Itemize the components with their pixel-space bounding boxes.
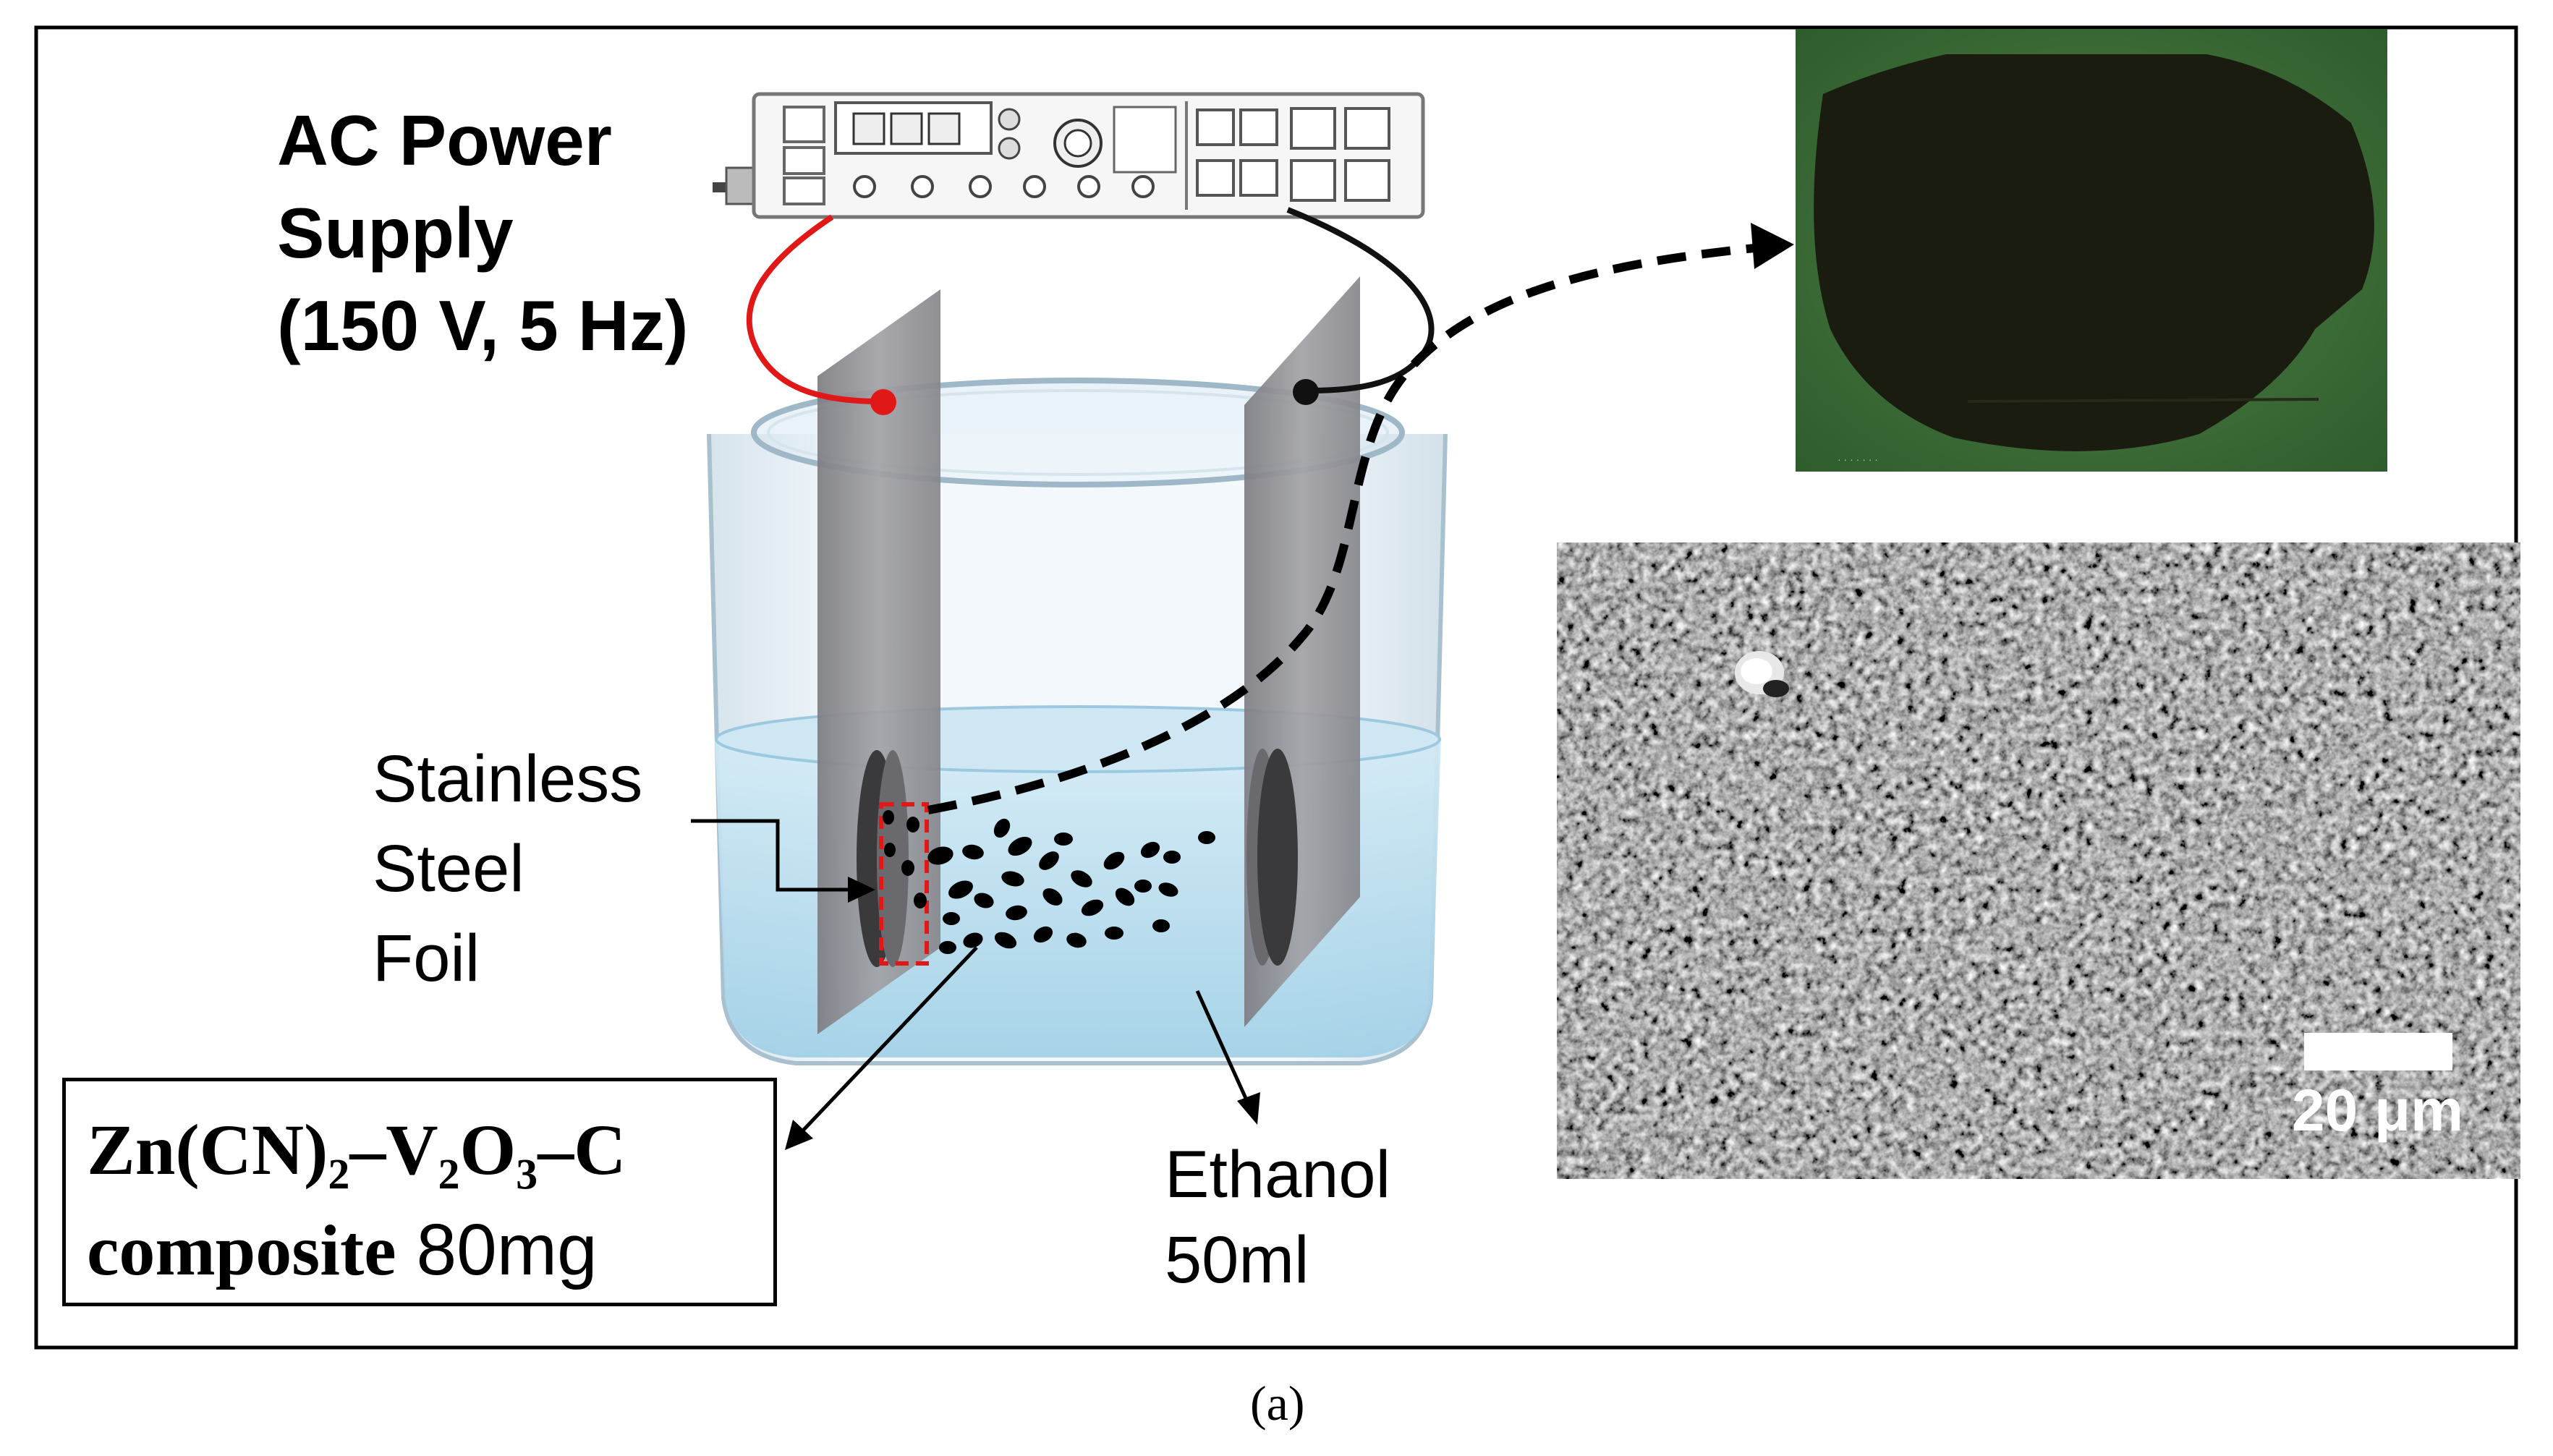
black-wire-contact xyxy=(1293,379,1319,405)
scale-bar-label: 20 μm xyxy=(2292,1078,2464,1144)
composite-mass: 80mg xyxy=(416,1209,598,1290)
red-wire-contact xyxy=(870,389,896,415)
steel-foil-line-1: Stainless xyxy=(373,742,643,816)
deposit-region-box xyxy=(879,802,929,966)
scale-bar xyxy=(2304,1033,2452,1070)
dashed-link-arrowhead xyxy=(1751,223,1794,269)
black-wire xyxy=(1286,207,1435,393)
ethanol-label: Ethanol 50ml xyxy=(1165,1132,1390,1303)
power-supply-line-2: Supply xyxy=(277,193,514,273)
steel-leader-line xyxy=(691,819,854,892)
ethanol-line-1: Ethanol xyxy=(1165,1138,1391,1212)
ethanol-leader-line xyxy=(1195,989,1250,1104)
power-supply-device xyxy=(713,92,1425,219)
composite-word: composite xyxy=(87,1210,396,1290)
composite-label-box xyxy=(62,1078,777,1306)
ethanol-line-2: 50ml xyxy=(1165,1223,1309,1297)
power-supply-line-3: (150 V, 5 Hz) xyxy=(277,286,689,365)
red-wire xyxy=(746,214,882,404)
svg-text:· · · · · · ·: · · · · · · · xyxy=(1838,454,1878,465)
steel-foil-line-2: Steel xyxy=(373,832,524,906)
power-supply-label: AC Power Supply (150 V, 5 Hz) xyxy=(277,94,688,372)
power-supply-line-1: AC Power xyxy=(277,101,612,180)
ethanol-leader-arrowhead xyxy=(1237,1092,1260,1125)
steel-foil-label: Stainless Steel Foil xyxy=(373,734,642,1003)
composite-leader-line xyxy=(800,946,978,1133)
left-electrode-plate xyxy=(817,289,940,1034)
particles xyxy=(883,810,1215,954)
sem-micrograph xyxy=(1557,542,2520,1179)
steel-foil-line-3: Foil xyxy=(373,921,480,995)
right-foil-disk xyxy=(1246,749,1298,966)
composite-leader-arrowhead xyxy=(785,1120,813,1150)
composite-line-2: composite 80mg xyxy=(87,1206,598,1294)
sample-photo: · · · · · · · xyxy=(1796,29,2387,472)
figure-caption: (a) xyxy=(1250,1376,1305,1431)
steel-leader-arrowhead xyxy=(848,877,875,903)
composite-formula: Zn(CN)₂–V₂O₃–C xyxy=(87,1110,626,1190)
dashed-link-arrow xyxy=(927,243,1762,814)
